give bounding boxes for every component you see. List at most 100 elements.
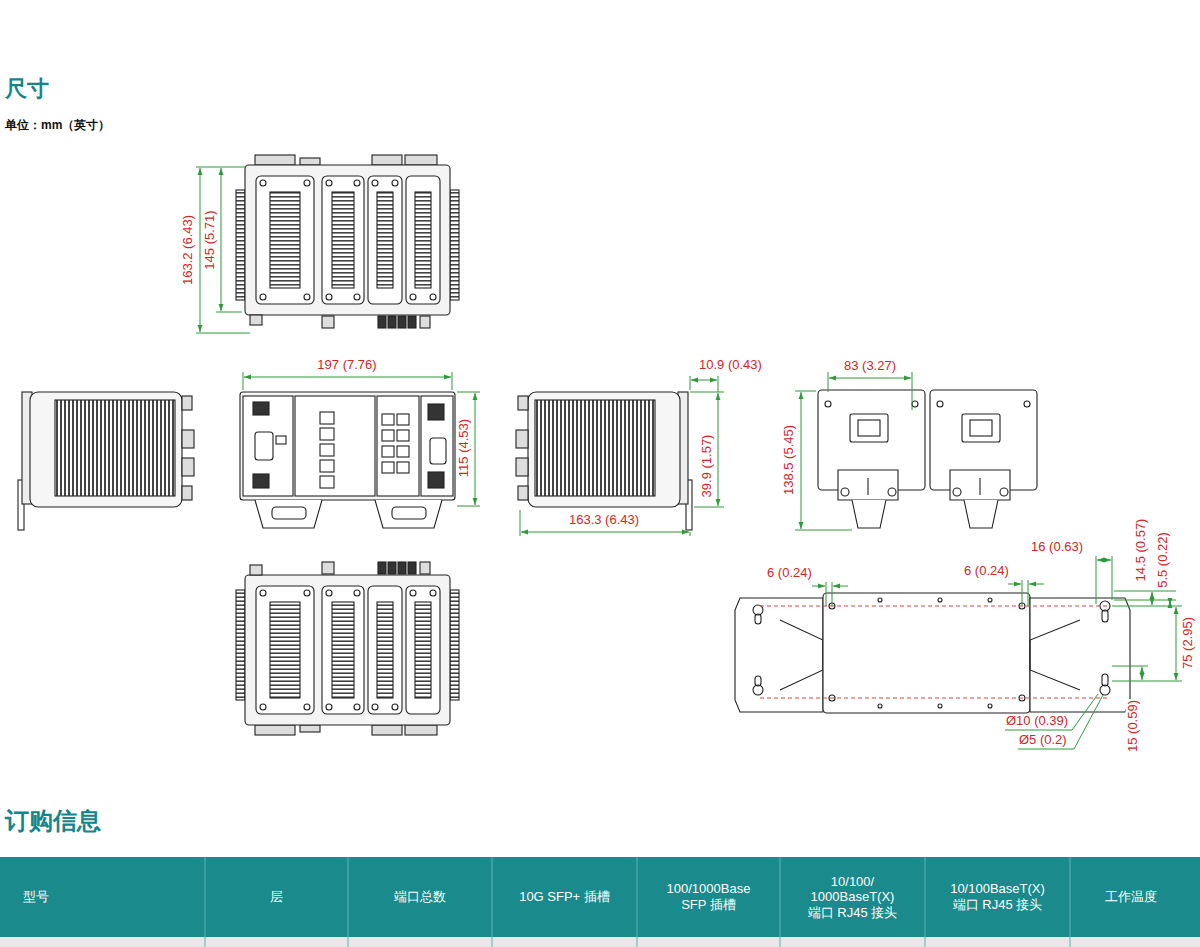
side-view [55,400,175,496]
mounting-plate [823,593,1030,713]
table-header-cell: 型号 [3,857,208,937]
table-header [780,857,781,947]
top-view [300,158,320,165]
mounting-plate [755,676,761,686]
dimension-line [1142,667,1143,680]
front-view [382,430,394,441]
mounting-plate [735,593,1130,713]
dimension-line [1114,600,1176,601]
rear-view [867,478,868,495]
dimension-line [196,167,1182,749]
dimension-label: 163.2 (6.43) [181,214,196,286]
dimension-label: 197 (7.76) [316,358,377,373]
mounting-plate [755,614,761,624]
dimension-label: 10.9 (0.43) [698,358,763,373]
section-heading: 尺寸 [5,76,49,101]
dimension-line [1112,606,1182,607]
dimension-label: 138.5 (5.45) [782,424,797,496]
mounting-plate [780,620,823,690]
front-view [320,428,334,440]
side-view [18,392,194,530]
dimension-line [1096,556,1097,604]
top-view [368,176,402,304]
front-view [243,396,293,496]
rear-view [912,401,918,407]
dimension-line [196,167,245,168]
top-view [405,155,437,165]
top-view [322,316,334,328]
front-view [295,396,375,496]
diameter-label: Ø10 (0.39) [1005,714,1069,729]
table-header [637,857,638,947]
mounting-plate [1030,620,1080,690]
front-view [253,474,269,488]
dimension-line [1152,592,1153,605]
top-view [354,180,360,186]
mounting-plate [878,598,882,602]
front-view [240,392,455,500]
mounting-plate [988,598,992,602]
top-view [326,294,332,300]
front-view [375,500,442,528]
dimension-line [833,586,848,587]
top-view [270,192,300,288]
diameter-label: Ø5 (0.2) [1018,733,1068,748]
front-view [382,446,394,457]
table-header [205,857,206,947]
dimension-label: 145 (5.71) [203,209,218,270]
table-header [0,857,1200,937]
dimension-line [1028,580,1029,606]
front-view [272,507,306,519]
dimension-line [521,532,689,533]
dimension-line [244,377,451,378]
front-view [255,500,322,528]
rear-view [888,488,896,496]
section-heading: 订购信息 [5,807,101,835]
dimension-line [690,532,691,536]
dimension-line [196,333,250,334]
top-view [408,316,416,328]
dimension-line [829,378,911,379]
side-view [182,430,194,448]
table-header-cell: 端口总数 [348,857,492,937]
table-header [0,857,1200,947]
rear-view [841,488,849,496]
mounting-plate [735,598,823,712]
table-header [0,937,1200,947]
top-view [372,155,402,165]
dimension-line [520,510,521,536]
table-header [205,857,1070,947]
dimension-line [457,392,480,393]
front-view [397,414,409,425]
dimension-line [457,506,480,507]
top-view [398,316,406,328]
top-view [236,190,245,300]
dimension-line [690,376,691,390]
front-view [240,392,455,528]
top-view [377,192,393,288]
side-view [182,486,192,500]
rear-view [850,414,888,442]
top-view [326,180,332,186]
top-view [415,192,431,288]
mounting-plate [938,704,942,708]
dimension-line [200,168,201,332]
dimension-line [216,312,242,313]
dimension-label: 16 (0.63) [1030,540,1084,555]
mounting-plate [1102,674,1108,686]
dimension-line [801,392,802,529]
dimension-line [221,168,222,311]
front-view [276,436,286,444]
rear-view [930,390,1037,528]
dimension-line [1005,694,1098,730]
top-view [304,180,310,186]
dimension-line [1176,607,1177,680]
side-view [182,396,192,410]
rear-view [838,470,898,500]
top-view [304,294,310,300]
dimension-line [475,393,476,505]
dimension-label: 5.5 (0.22) [1156,531,1171,589]
top-view [392,180,398,186]
